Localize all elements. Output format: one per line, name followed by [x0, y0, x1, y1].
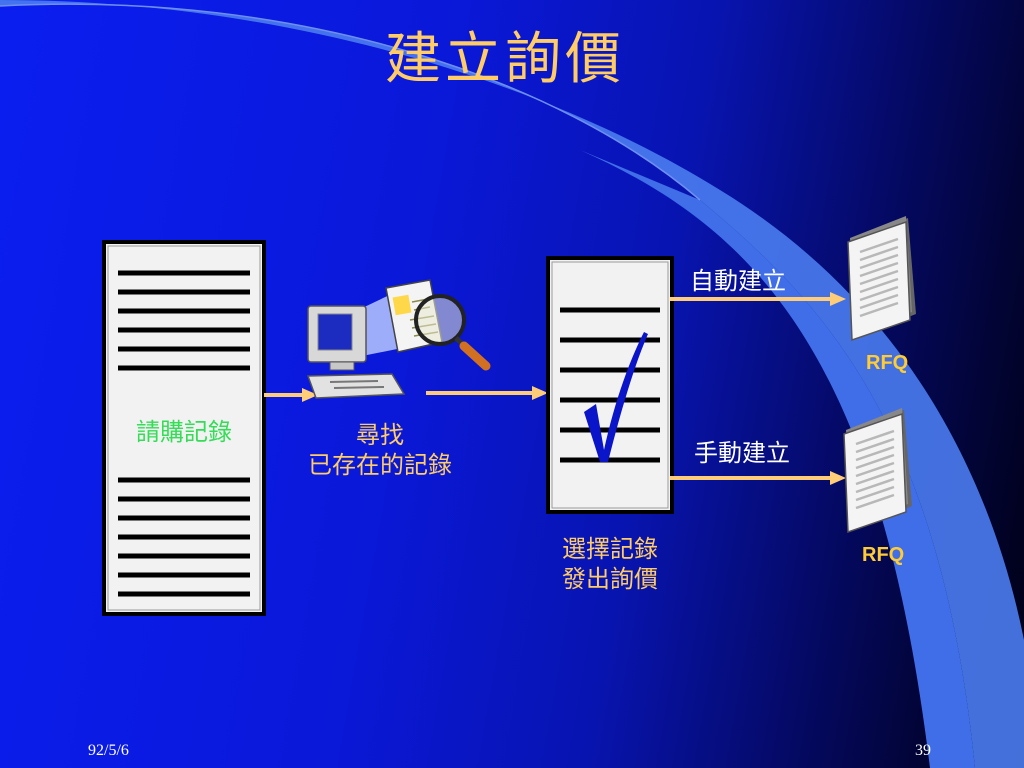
rfq-document-top: [847, 216, 916, 342]
auto-create-label: 自動建立: [690, 267, 786, 295]
search-label-line1: 尋找: [356, 421, 404, 449]
footer-date: 92/5/6: [88, 742, 129, 759]
rfq-document-bottom: [843, 408, 912, 534]
rfq-label-bottom: RFQ: [862, 544, 905, 566]
arrow-manual-create: [670, 471, 846, 485]
select-label-line2: 發出詢價: [562, 565, 658, 593]
computer-search-icon: [306, 279, 491, 399]
arrow-auto-create: [670, 292, 846, 306]
requisition-records-label: 請購記錄: [136, 418, 232, 446]
rfq-label-top: RFQ: [866, 352, 909, 374]
requisition-document: [102, 240, 266, 616]
page-title: 建立詢價: [385, 27, 625, 92]
selected-record-document: [546, 256, 674, 514]
arrow-to-search: [264, 388, 318, 402]
select-label: 選擇記錄 發出詢價: [520, 534, 700, 594]
search-label-line2: 已存在的記錄: [308, 451, 452, 479]
arrow-to-select: [426, 386, 548, 400]
page-number: 39: [915, 742, 931, 759]
manual-create-label: 手動建立: [694, 439, 790, 467]
search-label: 尋找 已存在的記錄: [280, 420, 480, 480]
select-label-line1: 選擇記錄: [562, 535, 658, 563]
